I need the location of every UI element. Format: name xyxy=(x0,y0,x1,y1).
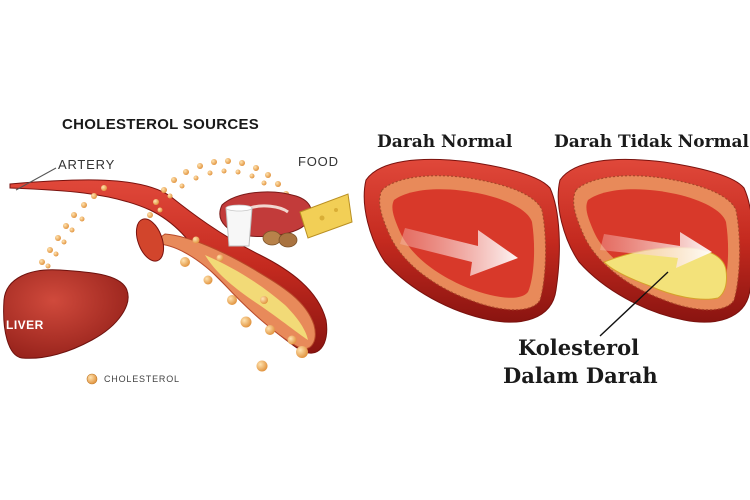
abnormal-artery-cross-section xyxy=(557,158,750,323)
food-label: FOOD xyxy=(298,154,339,169)
artery xyxy=(9,179,328,354)
liver-to-artery-trail xyxy=(39,185,107,269)
blood-flow-arrow-normal xyxy=(400,228,518,276)
abnormal-blood-label: Darah Tidak Normal xyxy=(554,132,750,152)
callout-leader-line xyxy=(599,271,669,337)
diagram-title: CHOLESTEROL SOURCES xyxy=(62,116,260,133)
liver-label: LIVER xyxy=(6,318,44,332)
callout-line-1: Kolesterol xyxy=(518,335,640,360)
liver xyxy=(3,269,129,359)
cholesterol-particles xyxy=(180,236,308,372)
normal-blood-label: Darah Normal xyxy=(377,132,513,152)
food-to-artery-trail xyxy=(147,158,289,218)
normal-artery-cross-section xyxy=(363,158,560,323)
legend-label: CHOLESTEROL xyxy=(104,374,180,384)
blood-flow-arrow-abnormal xyxy=(600,232,712,268)
callout-line-2: Dalam Darah xyxy=(503,363,658,388)
legend-cholesterol-dot xyxy=(86,373,98,385)
artery-leader-line xyxy=(15,167,57,191)
artery-label: ARTERY xyxy=(58,157,116,172)
food-illustration xyxy=(219,191,353,248)
